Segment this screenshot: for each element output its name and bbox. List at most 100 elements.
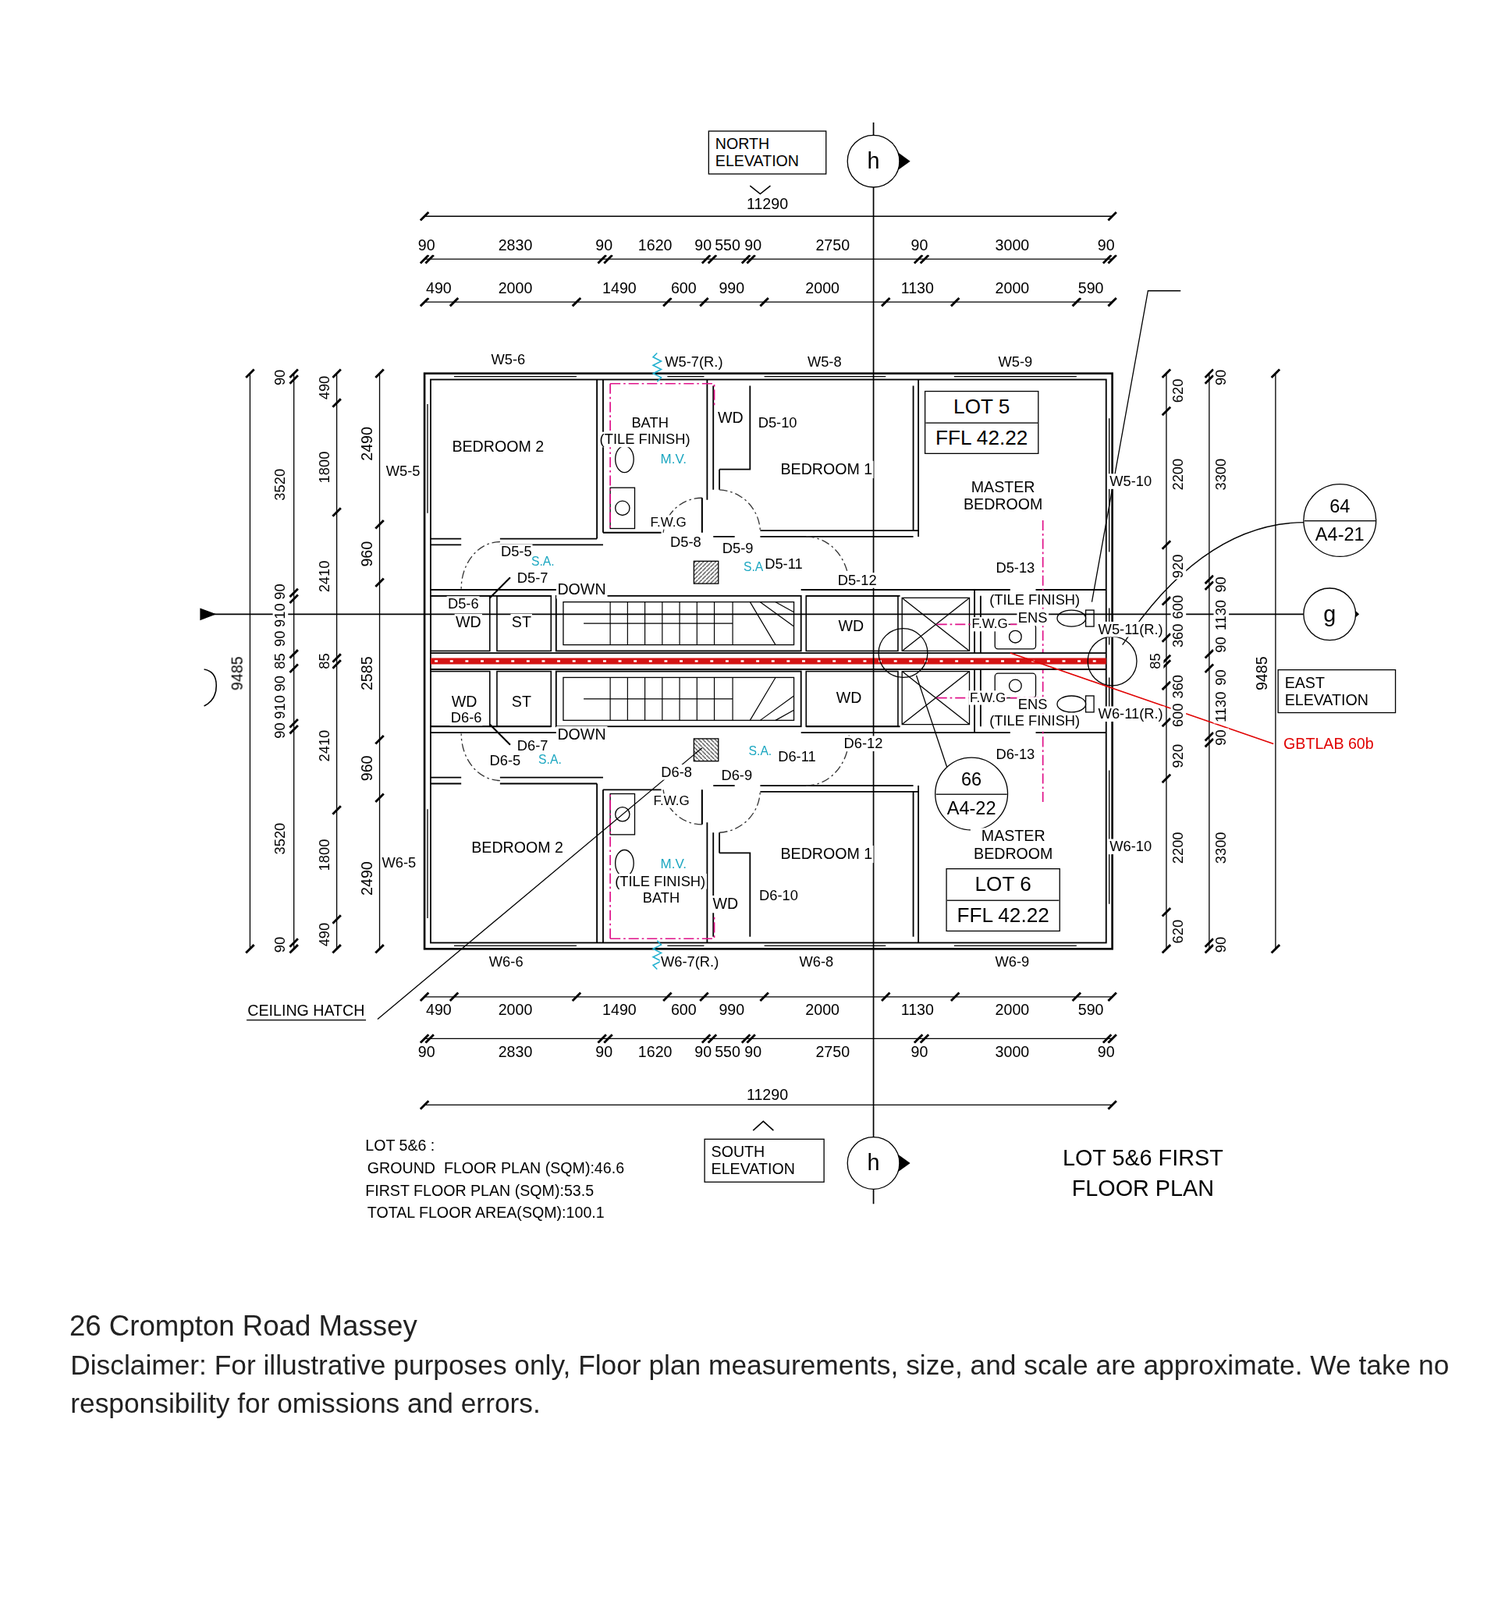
dimension-value: 2000 [993, 1001, 1030, 1019]
dimension-value: 2750 [814, 1043, 851, 1062]
leader-line [377, 291, 1306, 1020]
dimension-value: 550 [713, 1043, 742, 1062]
dimension-value: 90 [693, 1043, 713, 1062]
plan-label: M.V. [659, 856, 688, 872]
dimension-value: 600 [670, 280, 698, 298]
plan-label: DOWN [556, 581, 608, 599]
node-text: h [867, 148, 881, 174]
opening-tag: W6-10 [1108, 838, 1154, 855]
dimension-value: 11290 [745, 195, 790, 213]
dimension-value: 90 [273, 674, 289, 693]
dimension-value: 3300 [1213, 457, 1229, 491]
dimension-value: 2000 [993, 280, 1030, 298]
dimension-value: 990 [717, 1001, 746, 1019]
inner-wall [430, 379, 1107, 944]
node-text: FFL 42.22 [925, 422, 1038, 454]
opening-tag: W6-7(R.) [660, 954, 721, 970]
detail-ring [1087, 636, 1137, 686]
opening-tag: D6-5 [488, 753, 522, 770]
callout-text: A4-22 [935, 793, 1008, 830]
elevation-tag: SOUTH ELEVATION [703, 1138, 824, 1183]
section-marker: h [847, 1136, 901, 1190]
dimension-value: 910 [273, 602, 289, 629]
opening-tag: W5-8 [806, 354, 843, 370]
opening-tag: D5-10 [756, 415, 798, 432]
opening-tag: W5-5 [384, 463, 421, 480]
opening-tag: D6-12 [842, 735, 884, 752]
dimension-value: 1800 [316, 450, 333, 484]
dimension-value: 990 [717, 280, 746, 298]
dimension-value: 1130 [1213, 690, 1229, 724]
dimension-value: 2000 [804, 280, 841, 298]
dimension-value: 90 [273, 936, 289, 955]
plan-label: M.V. [659, 451, 688, 467]
dimension-value: 960 [358, 754, 377, 782]
dimension-value: 2000 [496, 1001, 533, 1019]
dimension-value: 1130 [899, 1001, 935, 1019]
plan-label: BATH [641, 890, 681, 906]
dimension-value: 620 [1171, 919, 1187, 945]
elevation-caret [749, 185, 774, 1131]
dimension-value: 1130 [899, 280, 935, 298]
dimension-value: 3000 [993, 237, 1030, 255]
dimension-value: 2830 [496, 237, 533, 255]
dimension-value: 9485 [1253, 655, 1271, 692]
callout-text: 64 [1303, 484, 1376, 520]
plan-label: ST [510, 693, 533, 711]
dimension-value: 90 [693, 237, 713, 255]
bracket [204, 669, 217, 707]
opening-tag: D5-7 [516, 571, 550, 587]
opening-tag: W6-8 [798, 954, 835, 970]
plan-label: WD [711, 895, 739, 913]
plan-label: S.A. [530, 555, 556, 569]
dimension-value: 2585 [358, 655, 377, 692]
dimension-value: 90 [743, 237, 763, 255]
elevation-tag: EAST ELEVATION [1277, 668, 1396, 713]
dimension-value: 1130 [1213, 599, 1229, 632]
dimension-value: 3300 [1213, 830, 1229, 865]
leader-line-red [1010, 653, 1274, 744]
dimension-value: 910 [273, 694, 289, 721]
dimension-value: 2750 [814, 237, 851, 255]
plan-label: F.W.G [970, 617, 1009, 632]
node-text: LOT 6 [947, 869, 1060, 901]
dimension-value: 490 [425, 1001, 453, 1019]
dimension-value: 1620 [637, 237, 674, 255]
detail-ring [878, 628, 928, 679]
dimension-value: 590 [1076, 280, 1104, 298]
plan-label: (TILE FINISH) [614, 873, 707, 890]
dimension-value: 2200 [1171, 457, 1187, 491]
dimension-value: 2490 [358, 425, 377, 462]
section-line [208, 122, 1330, 1204]
address-caption: 26 Crompton Road Massey [69, 1308, 418, 1346]
dimension-value: 2410 [316, 559, 333, 593]
dimension-value: 90 [594, 237, 614, 255]
plan-label: F.W.G [969, 690, 1008, 706]
callout-text: 66 [935, 758, 1008, 794]
dimension-value: 2490 [358, 860, 377, 897]
dimension-value: 490 [316, 921, 333, 948]
opening-tag: D6-9 [720, 767, 753, 784]
dimension-value: 920 [1171, 743, 1187, 770]
plan-label: (TILE FINISH) [988, 592, 1082, 608]
dimension-value: 90 [1213, 635, 1229, 654]
dimension-value: 90 [909, 1043, 929, 1062]
plan-label: GROUND FLOOR PLAN (SQM):46.6 [366, 1160, 626, 1178]
party-wall [430, 653, 1107, 670]
dimension-value: 90 [273, 721, 289, 740]
plan-label: WD [454, 614, 483, 632]
fire-wall-dash [434, 660, 1107, 663]
node-text: h [867, 1150, 881, 1176]
section-arrow [199, 608, 217, 622]
plan-label: Disclaimer: For illustrative purposes on… [69, 1346, 1491, 1424]
plan-label: WD [835, 689, 863, 707]
dimension-value: 3000 [993, 1043, 1030, 1062]
opening-tag: W5-7(R.) [663, 354, 725, 370]
dimension-value: 1490 [601, 280, 638, 298]
dimension-value: 920 [1171, 553, 1187, 579]
dimension-value: 90 [273, 582, 289, 601]
dimension-value: 85 [273, 652, 289, 671]
dimension-value: 490 [316, 374, 333, 401]
plan-label: LOT 5&6 : [364, 1137, 437, 1155]
